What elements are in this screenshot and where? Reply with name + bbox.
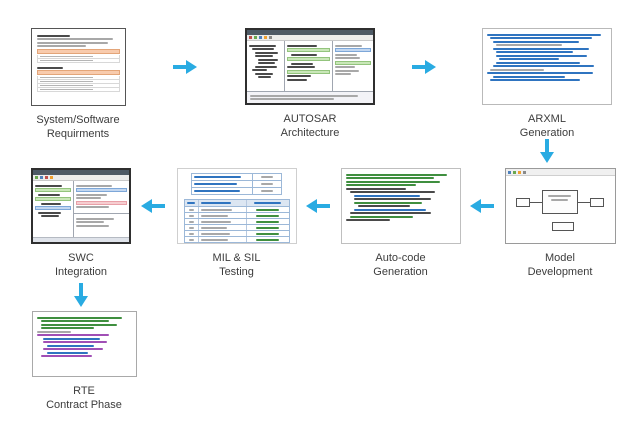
thumb-output-panel <box>73 214 129 237</box>
thumb-bottom-panel <box>247 91 373 103</box>
node-requirements: System/Software Requirments <box>18 28 138 142</box>
swc-integration-ide-screenshot-thumbnail <box>31 168 131 244</box>
thumb-model-canvas <box>505 176 615 243</box>
thumb-toolbar <box>247 35 373 41</box>
thumb-titlebar <box>247 30 373 35</box>
node-model-development: Model Development <box>502 168 618 280</box>
arrow-requirements-to-autosar <box>173 60 197 74</box>
node-label-rte-contract-phase: RTE Contract Phase <box>46 385 122 412</box>
arrow-autosar-to-arxml <box>412 60 436 74</box>
simulink-model-screenshot-thumbnail <box>504 168 616 244</box>
arxml-code-screenshot-thumbnail <box>482 28 612 105</box>
node-label-autosar-architecture: AUTOSAR Architecture <box>280 113 340 140</box>
thumb-titlebar <box>33 170 129 175</box>
node-auto-code-generation: Auto-code Generation <box>338 168 463 280</box>
rte-header-code-screenshot-thumbnail <box>31 311 137 377</box>
node-label-model-development: Model Development <box>527 252 593 279</box>
node-rte-contract-phase: RTE Contract Phase <box>28 311 140 413</box>
thumb-editor-panel <box>73 181 129 214</box>
generated-code-screenshot-thumbnail <box>340 168 461 244</box>
arrow-autocode-to-milsil <box>306 199 330 213</box>
thumb-test-results-table <box>183 199 290 243</box>
thumb-test-statistics-table <box>190 173 283 195</box>
test-report-screenshot-thumbnail <box>176 168 297 244</box>
arrow-swc-to-rte <box>74 283 88 307</box>
thumb-toolbar <box>33 175 129 181</box>
node-arxml-generation: ARXML Generation <box>477 28 617 141</box>
node-label-mil-sil-testing: MIL & SIL Testing <box>212 252 261 279</box>
thumb-toolbar <box>505 169 615 176</box>
arrow-milsil-to-swc <box>141 199 165 213</box>
thumb-tree-panel <box>247 41 285 91</box>
requirements-screenshot-thumbnail <box>30 28 126 106</box>
arrow-arxml-to-model <box>540 139 554 163</box>
thumb-statusbar <box>33 237 129 242</box>
node-autosar-architecture: AUTOSAR Architecture <box>235 28 385 141</box>
autosar-tool-screenshot-thumbnail <box>245 28 375 105</box>
thumb-project-tree-panel <box>33 181 73 237</box>
node-label-arxml-generation: ARXML Generation <box>519 113 575 140</box>
node-label-swc-integration: SWC Integration <box>55 252 107 279</box>
node-swc-integration: SWC Integration <box>26 168 136 280</box>
arrow-model-to-autocode <box>470 199 494 213</box>
node-mil-sil-testing: MIL & SIL Testing <box>174 168 299 280</box>
thumb-ports-panel <box>285 41 333 91</box>
thumb-mapping-panel <box>333 41 373 91</box>
node-label-requirements: System/Software Requirments <box>36 114 120 141</box>
node-label-auto-code-generation: Auto-code Generation <box>373 252 428 279</box>
